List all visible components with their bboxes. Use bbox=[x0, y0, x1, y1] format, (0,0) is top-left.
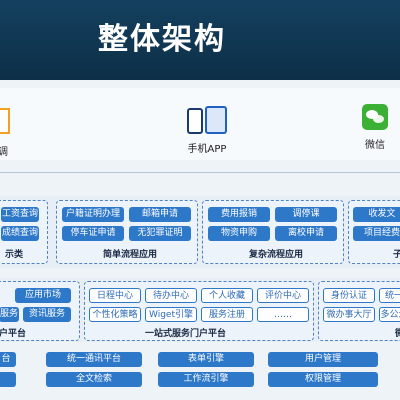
chip-fulltext-search[interactable]: 全文检索 bbox=[46, 372, 142, 387]
chip-multi-public[interactable]: 多公众 bbox=[379, 307, 400, 322]
chip-platform-2[interactable] bbox=[0, 372, 16, 387]
client-wechat: 微信 bbox=[358, 104, 392, 151]
chip-expense-reimburse[interactable]: 费用报销 bbox=[208, 207, 270, 222]
chip-salary-query[interactable]: 工资查询 bbox=[1, 207, 39, 222]
web-icon bbox=[0, 108, 10, 134]
chip-workflow-engine[interactable]: 工作流引擎 bbox=[158, 372, 254, 387]
chip-service[interactable]: 服务 bbox=[0, 307, 19, 322]
chip-form-engine[interactable]: 表单引擎 bbox=[158, 352, 254, 367]
chip-unified-comm[interactable]: 统一通讯平台 bbox=[46, 352, 142, 367]
chip-project-funds[interactable]: 项目经费 bbox=[353, 226, 400, 241]
client-web: 调 bbox=[0, 108, 10, 158]
chip-user-management[interactable]: 用户管理 bbox=[268, 352, 378, 367]
portal-group-left: 应用市场 服务 资讯服务 户平台 bbox=[0, 281, 80, 341]
chip-evaluation-center[interactable]: 评价中心 bbox=[257, 288, 309, 303]
portal-group-center: 日程中心 待办中心 个人收藏 评价中心 个性化策略 Wiget引擎 服务注册 …… bbox=[84, 281, 314, 341]
page-title: 整体架构 bbox=[98, 22, 226, 57]
portal-center-label: 一站式服务门户平台 bbox=[145, 329, 227, 339]
chip-unified[interactable]: 统一 bbox=[379, 288, 400, 303]
chip-personalization[interactable]: 个性化策略 bbox=[89, 307, 141, 322]
chip-permission-management[interactable]: 权限管理 bbox=[268, 372, 378, 387]
wechat-icon bbox=[362, 104, 388, 130]
chip-service-register[interactable]: 服务注册 bbox=[201, 307, 253, 322]
chip-no-criminal-cert[interactable]: 无犯罪证明 bbox=[129, 226, 191, 241]
client-mobile-app: 手机APP bbox=[182, 106, 232, 155]
chip-parking-permit[interactable]: 停车证申请 bbox=[62, 226, 124, 241]
chip-widget-engine[interactable]: Wiget引擎 bbox=[145, 307, 197, 322]
app-group-simple-label: 简单流程应用 bbox=[103, 250, 158, 260]
chip-platform[interactable]: 台 bbox=[0, 352, 16, 367]
app-group-display-label: 示类 bbox=[5, 250, 24, 260]
separator-top bbox=[0, 172, 400, 173]
portal-group-right: 身份认证 统一 微办事大厅 多公众 微 bbox=[318, 281, 400, 341]
chip-todo-center[interactable]: 待办中心 bbox=[145, 288, 197, 303]
chip-supply-purchase[interactable]: 物资申购 bbox=[208, 226, 270, 241]
chip-email-apply[interactable]: 邮箱申请 bbox=[129, 207, 191, 222]
portal-left-label: 户平台 bbox=[0, 329, 27, 339]
client-mobile-app-label: 手机APP bbox=[187, 144, 227, 155]
client-row: 调 手机APP 微信 bbox=[0, 88, 400, 160]
chip-news-service[interactable]: 资讯服务 bbox=[23, 307, 71, 322]
client-wechat-label: 微信 bbox=[365, 140, 385, 151]
app-group-complex-label: 复杂流程应用 bbox=[249, 250, 304, 260]
app-group-sub: 收发文 项目经费 子 bbox=[348, 200, 400, 264]
app-group-display: 工资查询 成绩查询 示类 bbox=[0, 200, 48, 264]
app-group-simple: 户籍证明办理 邮箱申请 停车证申请 无犯罪证明 简单流程应用 bbox=[56, 200, 198, 264]
title-banner: 整体架构 bbox=[0, 0, 400, 80]
chip-favorites[interactable]: 个人收藏 bbox=[201, 288, 253, 303]
chip-app-market[interactable]: 应用市场 bbox=[15, 288, 71, 303]
chip-schedule-center[interactable]: 日程中心 bbox=[89, 288, 141, 303]
chip-more[interactable]: …… bbox=[257, 307, 309, 322]
chip-document-send[interactable]: 收发文 bbox=[353, 207, 400, 222]
mobile-app-icon bbox=[182, 106, 232, 134]
chip-class-adjust[interactable]: 调停课 bbox=[275, 207, 337, 222]
chip-household-cert[interactable]: 户籍证明办理 bbox=[62, 207, 124, 222]
client-web-label: 调 bbox=[0, 147, 8, 158]
portal-right-label: 微 bbox=[395, 329, 400, 339]
chip-identity-auth[interactable]: 身份认证 bbox=[323, 288, 375, 303]
app-group-sub-label: 子 bbox=[393, 250, 400, 260]
chip-leave-school[interactable]: 离校申请 bbox=[275, 226, 337, 241]
chip-micro-service-hall[interactable]: 微办事大厅 bbox=[323, 307, 375, 322]
app-group-complex: 费用报销 调停课 物资申购 离校申请 复杂流程应用 bbox=[202, 200, 344, 264]
chip-grade-query[interactable]: 成绩查询 bbox=[1, 226, 39, 241]
